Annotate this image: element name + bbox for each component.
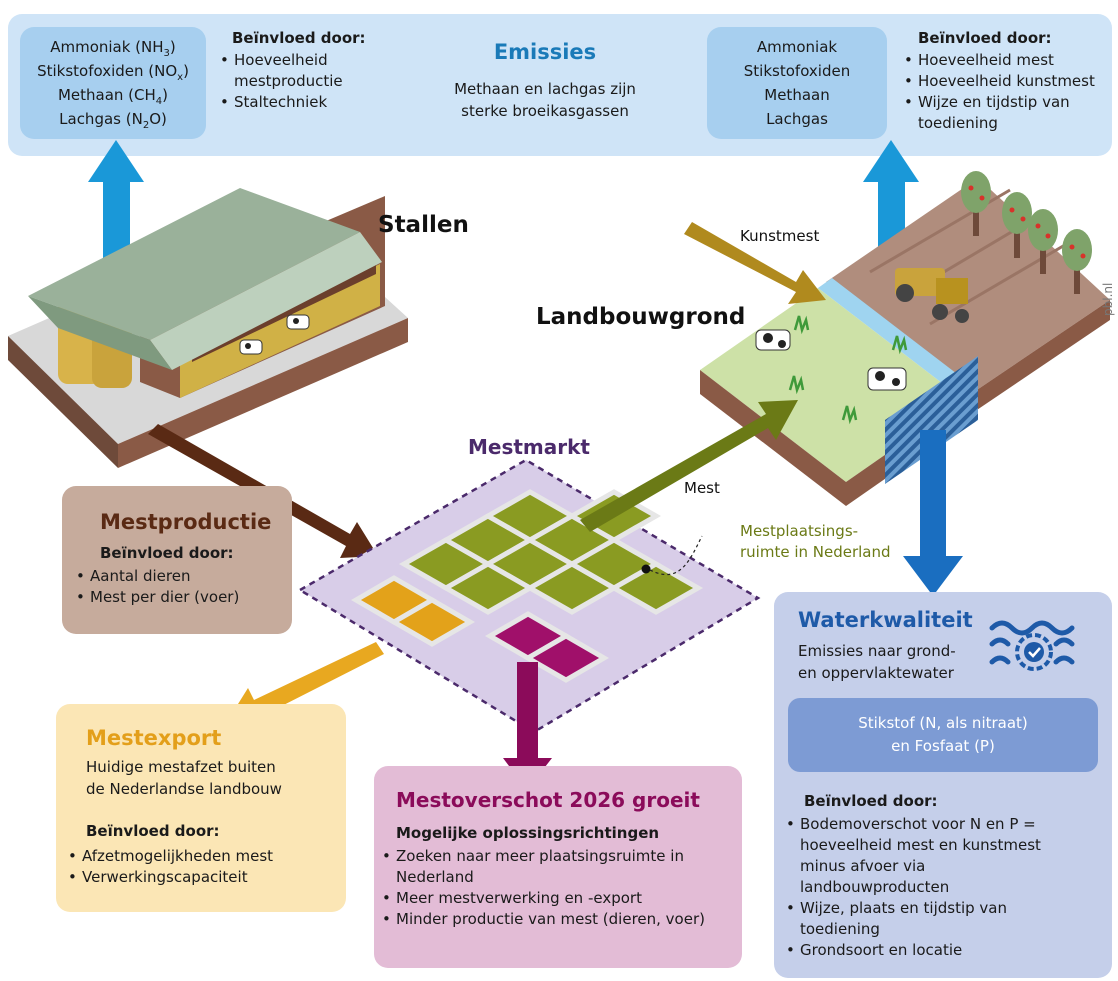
gas-item: Lachgas — [766, 110, 828, 128]
waterkwaliteit-list: Bodemoverschot voor N en P = hoeveelheid… — [784, 814, 1060, 961]
mestexport-title: Mestexport — [86, 726, 222, 750]
plaatsing-label-1: Mestplaatsings- — [740, 522, 858, 540]
mestoverschot-box: Mestoverschot 2026 groeit Mogelijke oplo… — [374, 766, 742, 968]
right-influence-title: Beïnvloed door: — [918, 29, 1052, 47]
list-item: Hoeveelheid kunstmest — [902, 71, 1112, 92]
mestproductie-list: Aantal dieren Mest per dier (voer) — [74, 566, 284, 608]
mest-label: Mest — [684, 479, 720, 497]
nutrients-text: Stikstof (N, als nitraat) en Fosfaat (P) — [858, 714, 1028, 755]
barn-illustration — [8, 188, 408, 468]
mestproductie-influence-title: Beïnvloed door: — [100, 544, 234, 562]
list-item: Grondsoort en locatie — [784, 940, 1060, 961]
list-item: Wijze, plaats en tijdstip van toediening — [784, 898, 1060, 940]
stallen-label: Stallen — [378, 212, 469, 238]
source-label: pbl.nl — [1101, 283, 1115, 316]
list-item: Zoeken naar meer plaatsingsruimte in Ned… — [380, 846, 736, 888]
left-influence-list: Hoeveelheid mestproductie Staltechniek — [218, 50, 388, 113]
list-item: Aantal dieren — [74, 566, 284, 587]
waterkwaliteit-title: Waterkwaliteit — [798, 608, 973, 632]
waterkwaliteit-desc: Emissies naar grond- en oppervlaktewater — [798, 642, 956, 682]
left-gas-box: Ammoniak (NH3) Stikstofoxiden (NOx) Meth… — [20, 27, 206, 139]
mestoverschot-subtitle: Mogelijke oplossingsrichtingen — [396, 824, 660, 842]
list-item: Bodemoverschot voor N en P = hoeveelheid… — [784, 814, 1060, 898]
mestexport-box: Mestexport Huidige mestafzet buiten de N… — [56, 704, 346, 912]
right-influence-list: Hoeveelheid mest Hoeveelheid kunstmest W… — [902, 50, 1112, 134]
list-item: Hoeveelheid mestproductie — [218, 50, 388, 92]
emissions-title: Emissies — [493, 40, 597, 64]
kunstmest-label: Kunstmest — [740, 227, 819, 245]
list-item: Verwerkingscapaciteit — [66, 867, 336, 888]
water-quality-icon — [989, 620, 1075, 671]
list-item: Minder productie van mest (dieren, voer) — [380, 909, 736, 930]
mestoverschot-list: Zoeken naar meer plaatsingsruimte in Ned… — [380, 846, 736, 930]
list-item: Meer mestverwerking en -export — [380, 888, 736, 909]
emissions-subtitle: Methaan en lachgas zijn sterke broeikasg… — [454, 80, 636, 120]
mestproductie-title: Mestproductie — [100, 510, 272, 534]
list-item: Wijze en tijdstip van toediening — [902, 92, 1112, 134]
landbouwgrond-label: Landbouwgrond — [536, 304, 745, 330]
gas-ammoniak: Ammoniak (NH3) — [50, 38, 176, 59]
nutrients-box: Stikstof (N, als nitraat) en Fosfaat (P) — [788, 698, 1098, 772]
farmland-illustration — [700, 171, 1110, 506]
mestoverschot-title: Mestoverschot 2026 groeit — [396, 788, 700, 812]
mestmarkt-label: Mestmarkt — [468, 435, 590, 459]
list-item: Hoeveelheid mest — [902, 50, 1112, 71]
mest-arrow — [580, 400, 798, 532]
mestmarkt-platform — [297, 458, 761, 734]
water-arrow — [903, 430, 963, 596]
list-item: Afzetmogelijkheden mest — [66, 846, 336, 867]
gas-item: Methaan — [764, 86, 830, 104]
list-item: Staltechniek — [218, 92, 388, 113]
list-item: Mest per dier (voer) — [74, 587, 284, 608]
gas-stikstofoxiden: Stikstofoxiden (NOx) — [37, 62, 189, 83]
mestexport-influence-title: Beïnvloed door: — [86, 822, 220, 840]
mestexport-list: Afzetmogelijkheden mest Verwerkingscapac… — [66, 846, 336, 888]
gas-item: Ammoniak — [756, 38, 838, 56]
waterkwaliteit-box: Waterkwaliteit Emissies naar grond- en o… — [774, 592, 1112, 978]
mestproductie-box: Mestproductie Beïnvloed door: Aantal die… — [62, 486, 292, 634]
waterkwaliteit-influence-title: Beïnvloed door: — [804, 792, 938, 810]
kunstmest-arrow — [684, 222, 826, 304]
gas-methaan: Methaan (CH4) — [57, 86, 169, 107]
right-gas-box: Ammoniak Stikstofoxiden Methaan Lachgas — [707, 27, 887, 139]
mestexport-desc: Huidige mestafzet buiten de Nederlandse … — [86, 758, 282, 798]
gas-item: Stikstofoxiden — [743, 62, 851, 80]
left-influence-title: Beïnvloed door: — [232, 29, 366, 47]
plaatsing-label-2: ruimte in Nederland — [740, 543, 891, 561]
gas-lachgas: Lachgas (N2O) — [59, 110, 167, 131]
